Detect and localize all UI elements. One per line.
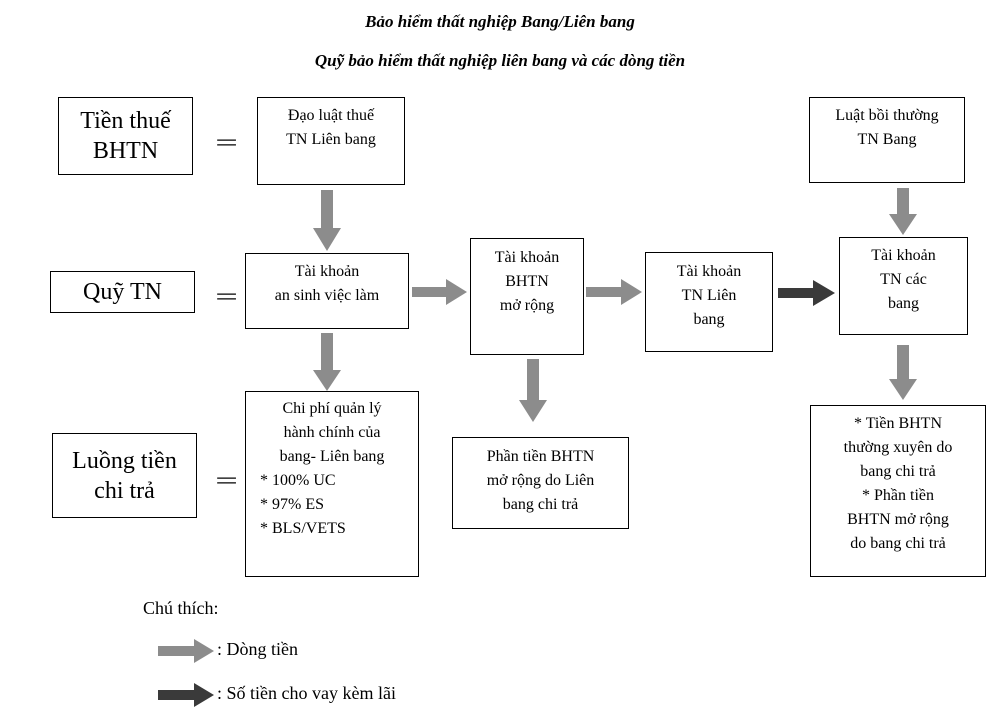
box-line: hành chính của (283, 424, 381, 441)
flow-arrow-right (412, 279, 467, 305)
label-unemployment-fund: Quỹ TN (50, 271, 195, 313)
label-line: chi trả (94, 477, 155, 504)
box-line: Đạo luật thuế (287, 107, 375, 124)
equals-sign: = (214, 125, 240, 160)
box-line: an sinh việc làm (274, 287, 380, 304)
box-line: TN Bang (857, 131, 917, 148)
flow-arrow-group (158, 188, 917, 663)
box-extended-account: Tài khoản BHTN mở rộng (470, 238, 584, 355)
box-line: bang (887, 295, 920, 312)
box-federal-extended-share: Phần tiền BHTN mở rộng do Liên bang chi … (452, 437, 629, 529)
box-admin-costs: Chi phí quản lý hành chính của bang- Liê… (245, 391, 419, 577)
legend-loan-label: : Số tiền cho vay kèm lãi (217, 683, 396, 703)
box-state-payments: * Tiền BHTN thường xuyên do bang chi trả… (810, 405, 986, 577)
diagram-subtitle: Quỹ bảo hiểm thất nghiệp liên bang và cá… (314, 51, 686, 70)
box-line: thường xuyên do (843, 439, 953, 456)
flow-arrow-down (519, 359, 547, 422)
box-line: * Phần tiền (862, 487, 934, 504)
box-line: Tài khoản (294, 263, 360, 280)
label-line: Quỹ TN (83, 279, 162, 305)
box-line: Tài khoản (676, 263, 742, 280)
box-federal-account: Tài khoản TN Liên bang (645, 252, 773, 352)
diagram-title: Bảo hiểm thất nghiệp Bang/Liên bang (365, 12, 635, 31)
box-line: TN các (880, 271, 927, 288)
box-line: * 97% ES (260, 496, 324, 513)
box-line: do bang chi trả (850, 535, 946, 552)
flow-arrow-down (313, 333, 341, 391)
box-line: Tài khoản (871, 247, 936, 264)
box-line: Tài khoản (494, 249, 560, 266)
legend-title: Chú thích: (143, 598, 219, 618)
box-line: Phần tiền BHTN (486, 448, 595, 465)
legend-loan-arrow (158, 683, 214, 707)
flow-arrow-down (889, 345, 917, 400)
flow-arrow-right (586, 279, 642, 305)
box-line: TN Liên bang (286, 131, 376, 148)
box-line: BHTN (505, 273, 549, 290)
label-line: BHTN (92, 138, 159, 164)
legend-flow-arrow (158, 639, 214, 663)
box-line: * Tiền BHTN (853, 415, 943, 432)
box-line: Luật bồi thường (835, 107, 939, 124)
box-federal-tax-act: Đạo luật thuế TN Liên bang (257, 97, 405, 185)
box-line: Chi phí quản lý (282, 400, 382, 417)
legend-cash-flow-label: : Dòng tiền (217, 639, 298, 659)
box-employment-security-account: Tài khoản an sinh việc làm (245, 253, 409, 329)
label-line: Luồng tiền (72, 447, 177, 474)
flow-arrow-down (889, 188, 917, 235)
label-payout-flow: Luồng tiền chi trả (52, 433, 197, 518)
box-line: * 100% UC (260, 472, 336, 489)
equals-sign: = (214, 279, 240, 314)
box-line: mở rộng (499, 297, 555, 314)
box-line: TN Liên (681, 287, 737, 304)
box-line: bang (693, 311, 725, 328)
loan-arrow-group (158, 280, 835, 707)
flow-arrow-down (313, 190, 341, 251)
box-line: bang chi trả (502, 496, 579, 513)
box-line: BHTN mở rộng (847, 511, 949, 528)
label-line: Tiền thuế (80, 108, 171, 134)
box-line: * BLS/VETS (260, 520, 346, 537)
equals-sign: = (214, 463, 240, 498)
box-state-comp-law: Luật bồi thường TN Bang (809, 97, 965, 183)
box-line: mở rộng do Liên (486, 472, 595, 489)
label-unemployment-tax: Tiền thuế BHTN (58, 97, 193, 175)
loan-arrow-right (778, 280, 835, 306)
box-line: bang- Liên bang (279, 448, 385, 465)
box-line: bang chi trả (860, 463, 936, 480)
box-state-accounts: Tài khoản TN các bang (839, 237, 968, 335)
